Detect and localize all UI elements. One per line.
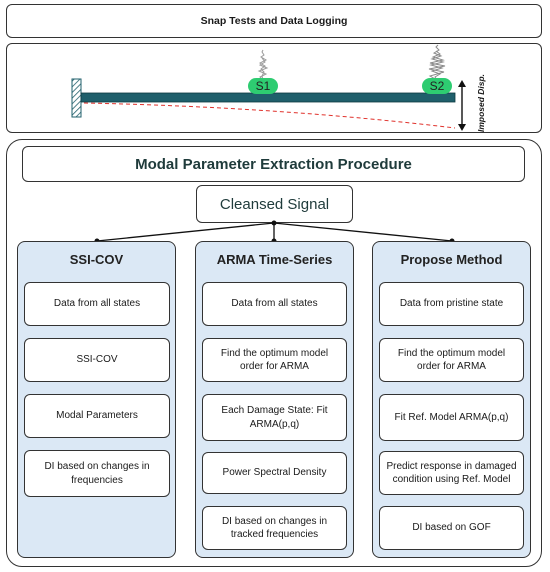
snap-tests-title: Snap Tests and Data Logging [6,4,542,38]
sensor-s2-label: S2 [429,79,445,93]
step-box: Data from pristine state [379,282,524,326]
sensor-s1-shape [248,78,278,94]
column-title-ssi-cov: SSI-COV [69,251,124,267]
s1-signal-trace [257,49,269,81]
step-box: DI based on changes in tracked frequenci… [202,506,347,550]
procedure-heading: Modal Parameter Extraction Procedure [22,146,525,182]
step-box: Predict response in damaged condition us… [379,451,524,495]
sensor-s2-shape [422,78,452,94]
beam-diagram [71,44,466,131]
step-box: DI based on GOF [379,506,524,550]
step-box: Find the optimum model order for ARMA [202,338,347,382]
step-box: DI based on changes in frequencies [24,450,170,497]
step-box: Find the optimum model order for ARMA [379,338,524,382]
cleansed-signal-box: Cleansed Signal [196,185,353,223]
column-title-arma: ARMA Time-Series [216,251,333,267]
deflection-curve [83,102,456,129]
column-title-propose: Propose Method [400,251,503,267]
step-box: Each Damage State: Fit ARMA(p,q) [202,394,347,441]
s2-signal-trace [428,44,446,81]
step-box: SSI-COV [24,338,170,382]
sensor-s1-label: S1 [255,79,271,93]
step-box: Power Spectral Density [202,452,347,494]
connector-tree [94,220,455,244]
step-box: Data from all states [202,282,347,326]
step-box: Data from all states [24,282,170,326]
step-box: Fit Ref. Model ARMA(p,q) [379,394,524,441]
step-box: Modal Parameters [24,394,170,438]
